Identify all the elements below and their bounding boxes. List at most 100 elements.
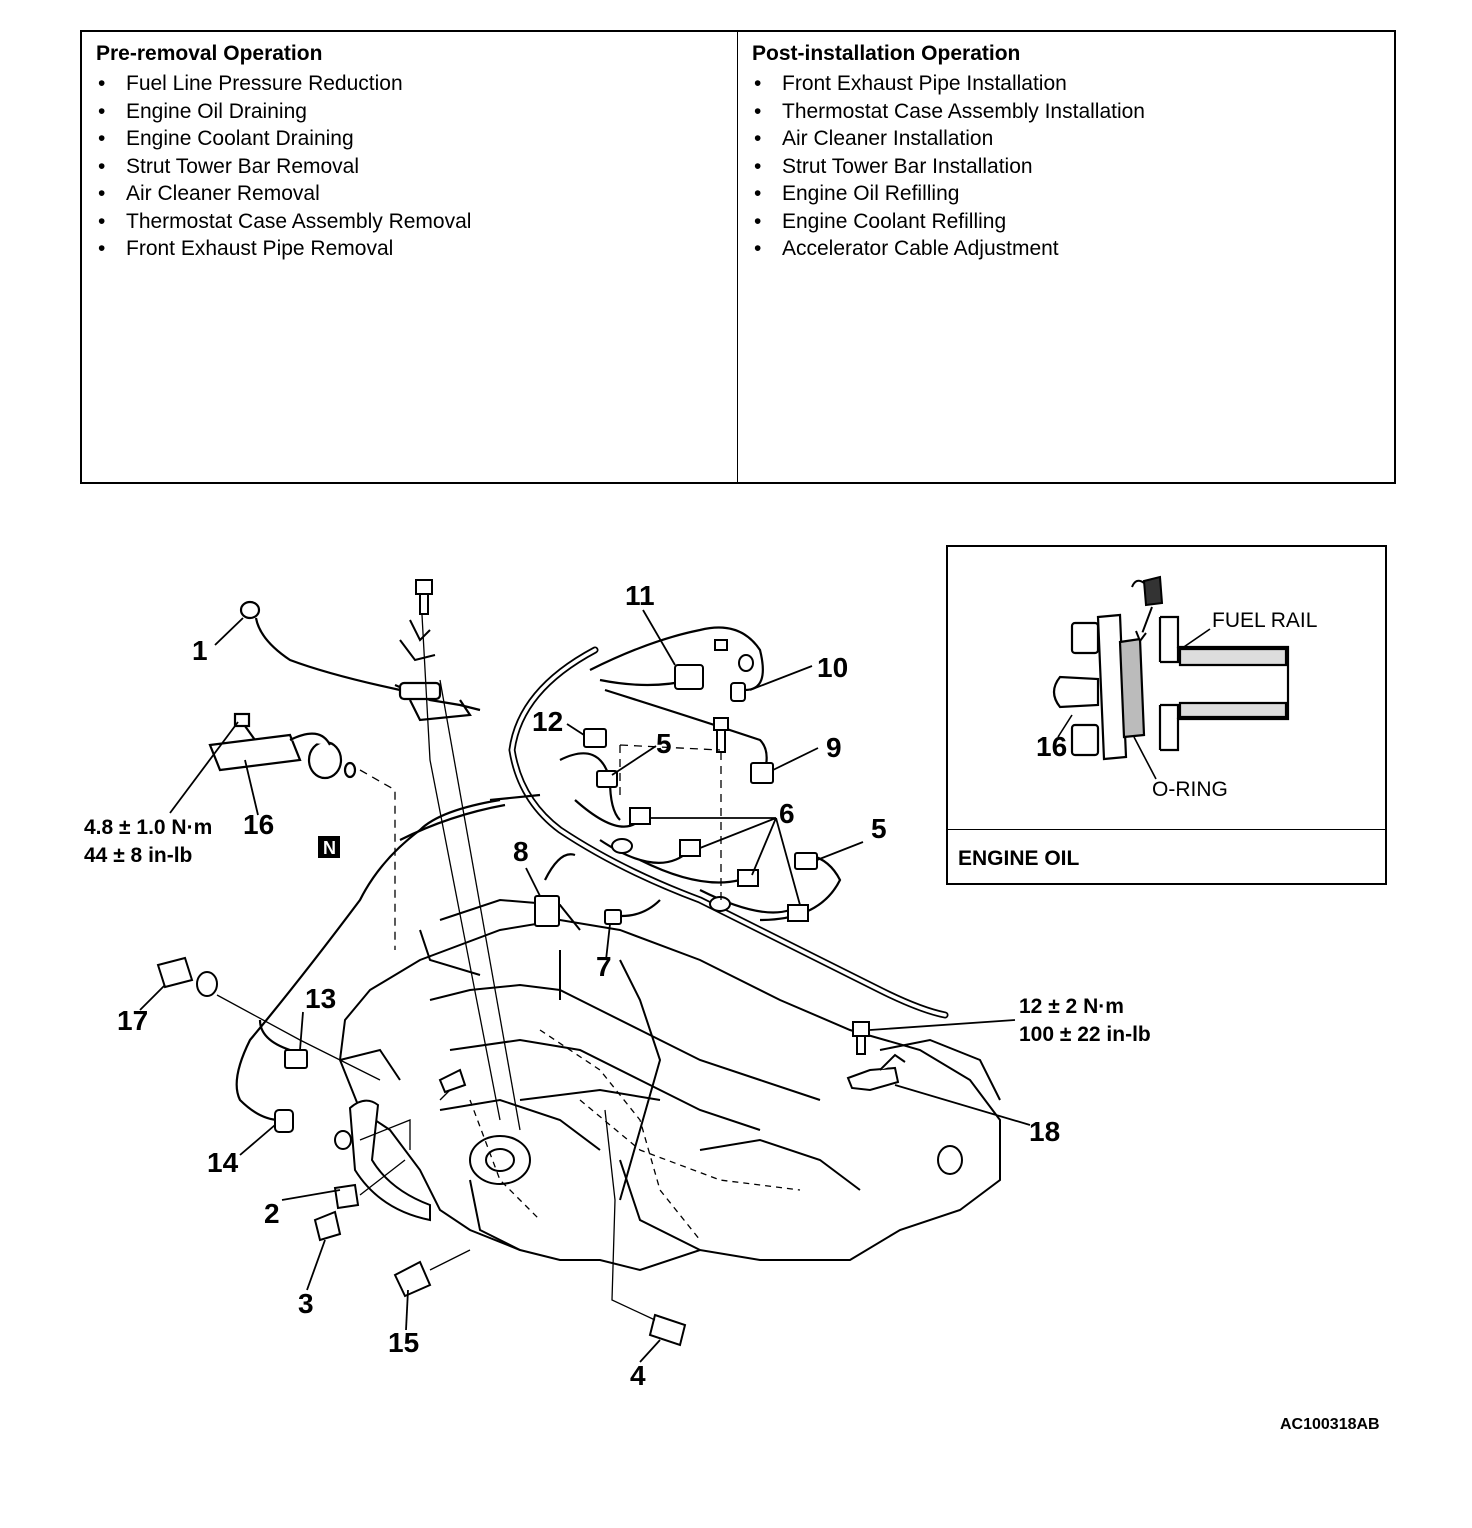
torque-small-nm: 4.8 ± 1.0 N·m	[84, 816, 212, 839]
callout-18: 18	[1029, 1116, 1060, 1147]
connector-8	[534, 895, 560, 927]
callout-17: 17	[117, 1005, 148, 1036]
callout-5: 5	[656, 728, 672, 759]
list-item: Thermostat Case Assembly Installation	[752, 98, 1380, 126]
harness-core	[510, 648, 947, 1017]
hose-3	[313, 1210, 342, 1242]
connector-11	[674, 664, 704, 690]
list-item: Front Exhaust Pipe Removal	[96, 235, 723, 263]
callout-5: 5	[871, 813, 887, 844]
hose-15	[393, 1260, 432, 1298]
clamp-2	[334, 1130, 352, 1150]
callouts: 1 11 10 12 5 9 6 5 8 7 16 13 17 14 2 3 1…	[117, 580, 1060, 1391]
list-item: Accelerator Cable Adjustment	[752, 235, 1380, 263]
injector-connector	[787, 904, 809, 922]
callout-4: 4	[630, 1360, 646, 1391]
oil-can-icon	[1131, 575, 1164, 644]
fuel-rail-section	[1158, 615, 1290, 752]
injector-grommet	[709, 896, 731, 912]
connector-9	[750, 762, 774, 784]
callout-15: 15	[388, 1327, 419, 1358]
clamp-17	[196, 971, 218, 997]
bolt-10a	[714, 639, 728, 651]
non-reusable-symbol: N	[318, 836, 340, 858]
list-item: Engine Oil Refilling	[752, 180, 1380, 208]
callout-1: 1	[192, 635, 208, 666]
terminal-10	[730, 682, 746, 702]
list-item: Engine Oil Draining	[96, 98, 723, 126]
post-installation-heading: Post-installation Operation	[752, 42, 1021, 65]
inset-caption-row: ENGINE OIL	[948, 829, 1385, 883]
fuel-rail-label: FUEL RAIL	[1212, 609, 1317, 632]
clamp-3	[333, 1183, 360, 1210]
bolt-18	[852, 1021, 870, 1037]
callout-12: 12	[532, 706, 563, 737]
list-item: Air Cleaner Removal	[96, 180, 723, 208]
ring-terminal	[738, 654, 754, 672]
torque-large-nm: 12 ± 2 N·m	[1019, 995, 1124, 1018]
inset-drawing: FUEL RAIL 16 O-RING	[1036, 575, 1317, 801]
list-item: Strut Tower Bar Removal	[96, 153, 723, 181]
torque-specs: 4.8 ± 1.0 N·m 44 ± 8 in-lb 12 ± 2 N·m 10…	[84, 816, 1151, 1046]
torque-small-inlb: 44 ± 8 in-lb	[84, 844, 192, 867]
callout-10: 10	[817, 652, 848, 683]
sensor-16	[208, 712, 357, 780]
injector-body	[1052, 613, 1146, 761]
engine-oil-inset: FUEL RAIL 16 O-RING ENGINE OIL	[946, 545, 1387, 885]
operation-table: Pre-removal Operation Fuel Line Pressure…	[80, 30, 1396, 484]
inset-caption: ENGINE OIL	[958, 847, 1080, 870]
torque-large-inlb: 100 ± 22 in-lb	[1019, 1023, 1151, 1046]
callout-2: 2	[264, 1198, 280, 1229]
callout-11: 11	[625, 580, 655, 611]
list-item: Engine Coolant Draining	[96, 125, 723, 153]
injector-grommet	[611, 838, 633, 854]
injector-connector	[679, 839, 701, 857]
hose-17	[156, 956, 194, 989]
callout-8: 8	[513, 836, 529, 867]
bracket-bolt	[399, 579, 436, 662]
leader-lines	[139, 609, 1031, 1363]
connector-7	[604, 909, 622, 925]
connector-12	[583, 728, 607, 748]
pre-removal-list: Fuel Line Pressure Reduction Engine Oil …	[96, 70, 723, 263]
callout-16: 16	[243, 809, 274, 840]
list-item: Engine Coolant Refilling	[752, 208, 1380, 236]
hose-guide-lines	[216, 994, 656, 1321]
harness-bolt	[713, 717, 729, 753]
bolt-guide-line	[439, 679, 521, 1131]
connector-13	[284, 1049, 308, 1069]
callout-3: 3	[298, 1288, 314, 1319]
list-item: Strut Tower Bar Installation	[752, 153, 1380, 181]
hose-4	[648, 1313, 687, 1347]
pre-removal-heading: Pre-removal Operation	[96, 42, 323, 65]
injector-connector	[629, 807, 651, 825]
list-item: Thermostat Case Assembly Removal	[96, 208, 723, 236]
sensor-18	[846, 1021, 906, 1092]
callout-13: 13	[305, 983, 336, 1014]
bolt-guide-line	[421, 614, 501, 1121]
connector-14	[274, 1109, 294, 1133]
non-reusable-symbol-label: N	[323, 838, 336, 858]
vacuum-fitting	[438, 1068, 467, 1094]
post-installation-list: Front Exhaust Pipe Installation Thermost…	[752, 70, 1380, 263]
o-ring-label: O-RING	[1152, 778, 1228, 801]
inset-leaders	[1057, 628, 1211, 780]
pre-removal-column: Pre-removal Operation Fuel Line Pressure…	[82, 32, 738, 482]
engine-block	[338, 898, 1001, 1272]
inset-callout-16: 16	[1036, 731, 1067, 762]
callout-7: 7	[596, 951, 612, 982]
connector-guide	[619, 744, 721, 800]
injector-connector	[737, 869, 759, 887]
hose-2	[348, 1099, 431, 1222]
hoses-and-clamps	[156, 956, 687, 1347]
list-item: Front Exhaust Pipe Installation	[752, 70, 1380, 98]
callout-14: 14	[207, 1147, 239, 1178]
connector-5b	[794, 852, 818, 870]
figure-code: AC100318AB	[1280, 1416, 1380, 1433]
sensor-16-guide	[359, 769, 396, 950]
engine-hidden-lines	[469, 1029, 801, 1241]
list-item: Air Cleaner Installation	[752, 125, 1380, 153]
oxygen-sensor	[239, 600, 481, 722]
list-item: Fuel Line Pressure Reduction	[96, 70, 723, 98]
